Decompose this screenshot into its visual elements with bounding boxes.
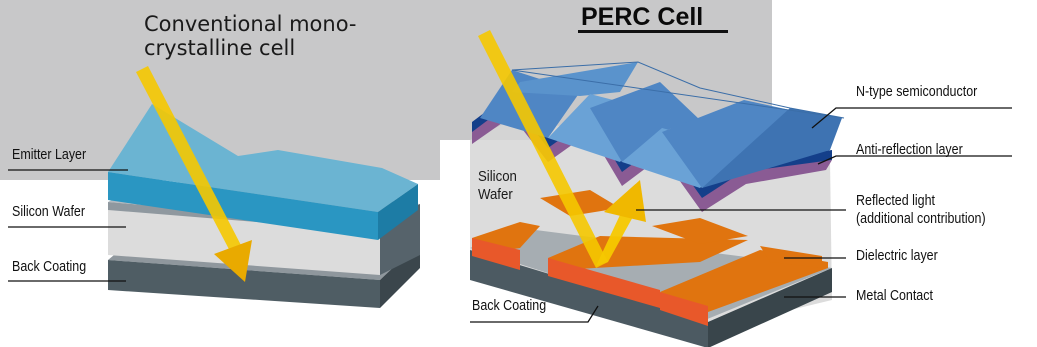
incoming-light-ray-left [136, 66, 243, 255]
n-type-panel-top-face [511, 61, 845, 119]
reflected-light-label-line2: (additional contribution) [856, 211, 986, 227]
dielectric-red-front-3 [660, 292, 708, 326]
antireflection-label: Anti-reflection layer [856, 142, 963, 158]
reflected-light-label-line1: Reflected light [856, 193, 936, 209]
perc-title-underline [578, 30, 728, 33]
perc-back-coating-side [708, 268, 832, 347]
antireflection-label-line [817, 155, 1012, 165]
metal-contact-label: Metal Contact [856, 288, 933, 304]
perc-back-coating-label: Back Coating [472, 298, 547, 314]
n-type-panel-6 [662, 100, 790, 188]
incoming-light-arrowhead-left [214, 240, 252, 282]
emitter-layer-side [378, 184, 418, 240]
n-type-panel-7 [702, 108, 842, 188]
reflected-light-arrowhead [604, 180, 646, 222]
perc-silicon-label-line1: Silicon [478, 168, 517, 185]
perc-back-label-line [470, 305, 599, 323]
dielectric-layer-label: Dielectric layer [856, 248, 938, 264]
emitter-layer-front [108, 172, 378, 240]
perc-silicon-label-line2: Wafer [478, 186, 513, 203]
perc-cell-title: PERC Cell [581, 3, 704, 31]
ntype-label: N-type semiconductor [856, 84, 978, 100]
dielectric-red-front-2 [548, 258, 660, 308]
perc-back-coating-front [470, 250, 708, 347]
dielectric-pad-c [760, 246, 822, 268]
back-coating-layer-front [108, 260, 380, 308]
ntype-label-line [811, 107, 1012, 129]
dielectric-red-front-1 [472, 238, 520, 270]
perc-cell [470, 30, 1012, 347]
emitter-layer-top [108, 104, 418, 212]
emitter-layer-label: Emitter Layer [12, 147, 87, 163]
silicon-wafer-label: Silicon Wafer [12, 204, 86, 220]
conventional-cell [8, 66, 420, 308]
dielectric-pad-b [652, 218, 748, 244]
conventional-title-line1: Conventional mono- [144, 12, 357, 36]
incoming-light-ray-right [478, 30, 608, 268]
metal-contact-strip-3 [660, 250, 828, 312]
back-coating-label: Back Coating [12, 259, 87, 275]
conventional-title-line2: crystalline cell [144, 36, 296, 60]
n-type-panel-4 [590, 82, 700, 162]
